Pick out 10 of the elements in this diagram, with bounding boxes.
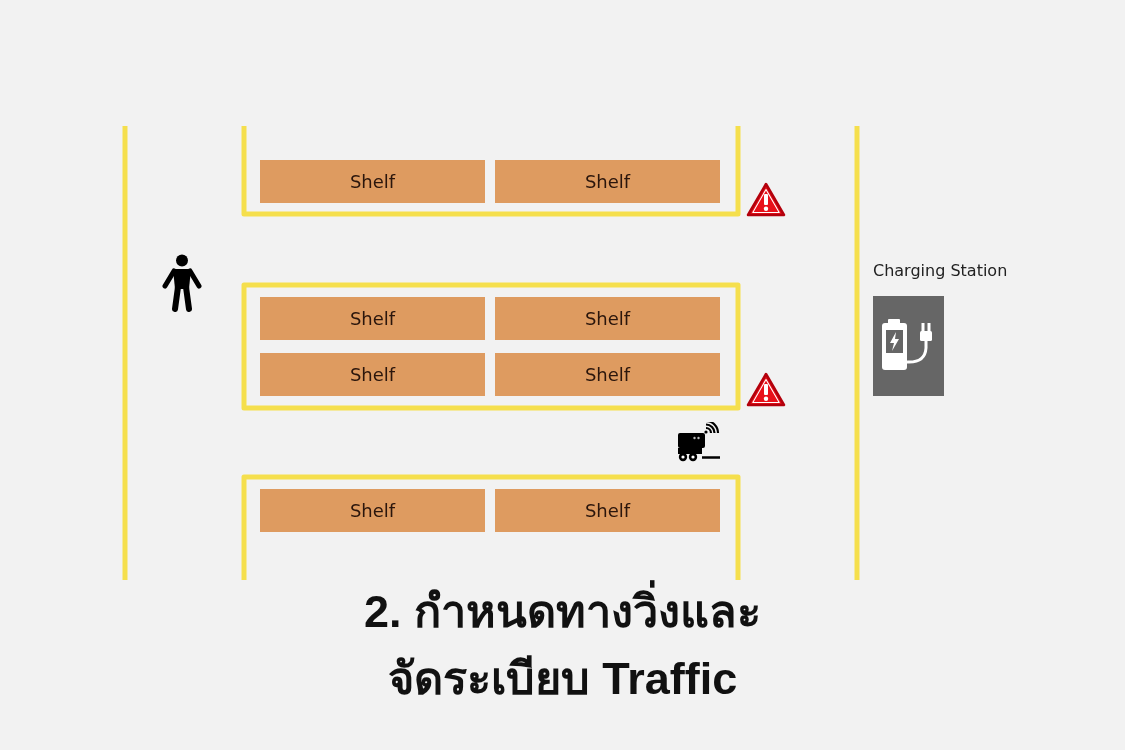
title: 2. กำหนดทางวิ่งและจัดระเบียบ Traffic [342, 578, 783, 712]
shelf-box: Shelf [260, 297, 485, 340]
shelf-box: Shelf [495, 297, 720, 340]
shelf-box: Shelf [260, 160, 485, 203]
shelf-box: Shelf [495, 353, 720, 396]
shelf-box: Shelf [495, 160, 720, 203]
shelf-box: Shelf [260, 489, 485, 532]
shelf-box: Shelf [260, 353, 485, 396]
station-label: Charging Station [873, 260, 1008, 282]
shelf-box: Shelf [495, 489, 720, 532]
